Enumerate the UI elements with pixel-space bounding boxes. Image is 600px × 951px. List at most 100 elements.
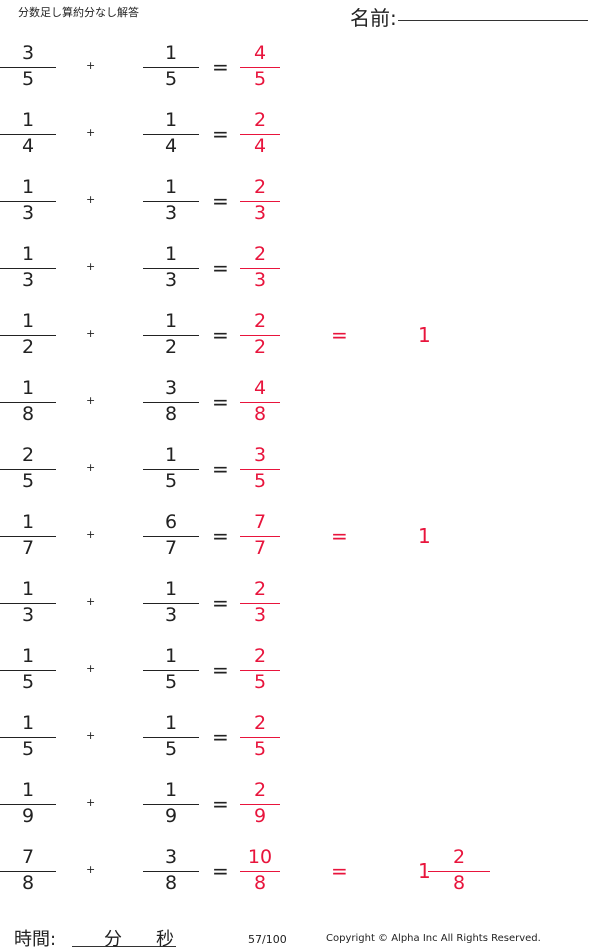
first-fraction-bar	[0, 134, 56, 135]
answer-fraction-bar	[240, 268, 280, 269]
second-fraction-bar	[143, 804, 199, 805]
simplified-equals-sign: =	[331, 323, 348, 347]
problem-row: 2 5 + 1 5 = 3 5	[0, 441, 600, 501]
time-underline	[72, 946, 176, 947]
first-fraction-numerator: 1	[21, 310, 35, 332]
second-fraction: 1 4	[143, 106, 199, 162]
problem-row: 7 8 + 3 8 = 10 8 =1 2 8	[0, 843, 600, 903]
second-fraction: 1 2	[143, 307, 199, 363]
second-fraction: 1 5	[143, 709, 199, 765]
second-fraction-numerator: 1	[164, 109, 178, 131]
first-fraction-numerator: 7	[21, 846, 35, 868]
first-fraction-denominator: 5	[21, 738, 35, 760]
first-fraction: 1 3	[0, 173, 56, 229]
second-fraction: 1 3	[143, 240, 199, 296]
problem-row: 3 5 + 1 5 = 4 5	[0, 39, 600, 99]
first-fraction-denominator: 8	[21, 403, 35, 425]
second-fraction: 1 5	[143, 441, 199, 497]
first-fraction-denominator: 5	[21, 671, 35, 693]
first-fraction-bar	[0, 335, 56, 336]
second-fraction: 3 8	[143, 374, 199, 430]
equals-sign: =	[212, 859, 229, 883]
first-fraction-numerator: 1	[21, 511, 35, 533]
whole-number: 1	[418, 524, 431, 548]
problem-row: 1 8 + 3 8 = 4 8	[0, 374, 600, 434]
name-dot: .	[585, 14, 588, 23]
first-fraction-bar	[0, 268, 56, 269]
second-fraction-bar	[143, 67, 199, 68]
page-number: 57/100	[248, 933, 287, 946]
second-fraction-bar	[143, 134, 199, 135]
mixed-remainder-fraction-bar	[428, 871, 490, 872]
first-fraction-bar	[0, 201, 56, 202]
first-fraction-denominator: 8	[21, 872, 35, 894]
first-fraction: 7 8	[0, 843, 56, 899]
answer-fraction: 2 4	[240, 106, 280, 162]
first-fraction-denominator: 7	[21, 537, 35, 559]
answer-fraction-bar	[240, 201, 280, 202]
mixed-remainder-fraction-denominator: 8	[452, 872, 466, 894]
answer-fraction: 4 8	[240, 374, 280, 430]
problem-row: 1 9 + 1 9 = 2 9	[0, 776, 600, 836]
answer-fraction-denominator: 4	[253, 135, 267, 157]
answer-fraction-numerator: 2	[253, 310, 267, 332]
second-fraction-numerator: 3	[164, 377, 178, 399]
answer-fraction: 7 7	[240, 508, 280, 564]
simplified-equals-sign: =	[331, 524, 348, 548]
plus-sign: +	[86, 595, 96, 608]
first-fraction-numerator: 1	[21, 578, 35, 600]
plus-sign: +	[86, 662, 96, 675]
second-fraction: 1 3	[143, 575, 199, 631]
second-fraction-denominator: 5	[164, 68, 178, 90]
answer-fraction-numerator: 4	[253, 377, 267, 399]
first-fraction-numerator: 2	[21, 444, 35, 466]
second-fraction-denominator: 9	[164, 805, 178, 827]
first-fraction-numerator: 1	[21, 176, 35, 198]
plus-sign: +	[86, 461, 96, 474]
answer-fraction: 4 5	[240, 39, 280, 95]
second-fraction-bar	[143, 201, 199, 202]
first-fraction: 3 5	[0, 39, 56, 95]
second-fraction: 6 7	[143, 508, 199, 564]
seconds-label: 秒	[156, 929, 174, 950]
answer-fraction-denominator: 8	[253, 403, 267, 425]
mixed-remainder-fraction-numerator: 2	[452, 846, 466, 868]
plus-sign: +	[86, 260, 96, 273]
first-fraction-bar	[0, 469, 56, 470]
answer-fraction: 2 3	[240, 575, 280, 631]
whole-number: 1	[418, 323, 431, 347]
second-fraction-numerator: 1	[164, 578, 178, 600]
answer-fraction-bar	[240, 804, 280, 805]
answer-fraction: 2 3	[240, 173, 280, 229]
first-fraction-denominator: 5	[21, 68, 35, 90]
problem-row: 1 3 + 1 3 = 2 3	[0, 240, 600, 300]
second-fraction-bar	[143, 469, 199, 470]
equals-sign: =	[212, 524, 229, 548]
time-label: 時間:	[14, 929, 57, 950]
simplified-equals-sign: =	[331, 859, 348, 883]
answer-fraction-numerator: 10	[247, 846, 273, 868]
second-fraction-denominator: 2	[164, 336, 178, 358]
second-fraction-numerator: 1	[164, 444, 178, 466]
equals-sign: =	[212, 658, 229, 682]
problem-row: 1 5 + 1 5 = 2 5	[0, 642, 600, 702]
second-fraction-bar	[143, 603, 199, 604]
answer-fraction-denominator: 7	[253, 537, 267, 559]
answer-fraction: 2 5	[240, 642, 280, 698]
answer-fraction: 2 9	[240, 776, 280, 832]
second-fraction-numerator: 1	[164, 779, 178, 801]
answer-fraction: 2 3	[240, 240, 280, 296]
equals-sign: =	[212, 792, 229, 816]
second-fraction-bar	[143, 737, 199, 738]
answer-fraction-bar	[240, 536, 280, 537]
problem-row: 1 4 + 1 4 = 2 4	[0, 106, 600, 166]
answer-fraction: 2 2	[240, 307, 280, 363]
second-fraction-numerator: 3	[164, 846, 178, 868]
answer-fraction-bar	[240, 335, 280, 336]
first-fraction-bar	[0, 67, 56, 68]
second-fraction-denominator: 3	[164, 269, 178, 291]
answer-fraction-denominator: 5	[253, 738, 267, 760]
first-fraction-numerator: 1	[21, 377, 35, 399]
answer-fraction-denominator: 5	[253, 671, 267, 693]
answer-fraction-numerator: 2	[253, 779, 267, 801]
